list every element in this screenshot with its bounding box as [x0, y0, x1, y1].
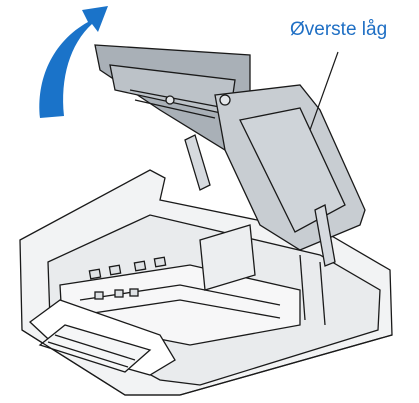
- top-cover: [94, 44, 366, 267]
- curved-up-arrow-icon: [39, 6, 108, 118]
- top-cover-label: Øverste låg: [290, 19, 388, 40]
- callout-leader-line: [309, 51, 339, 131]
- printer-body: [19, 169, 393, 396]
